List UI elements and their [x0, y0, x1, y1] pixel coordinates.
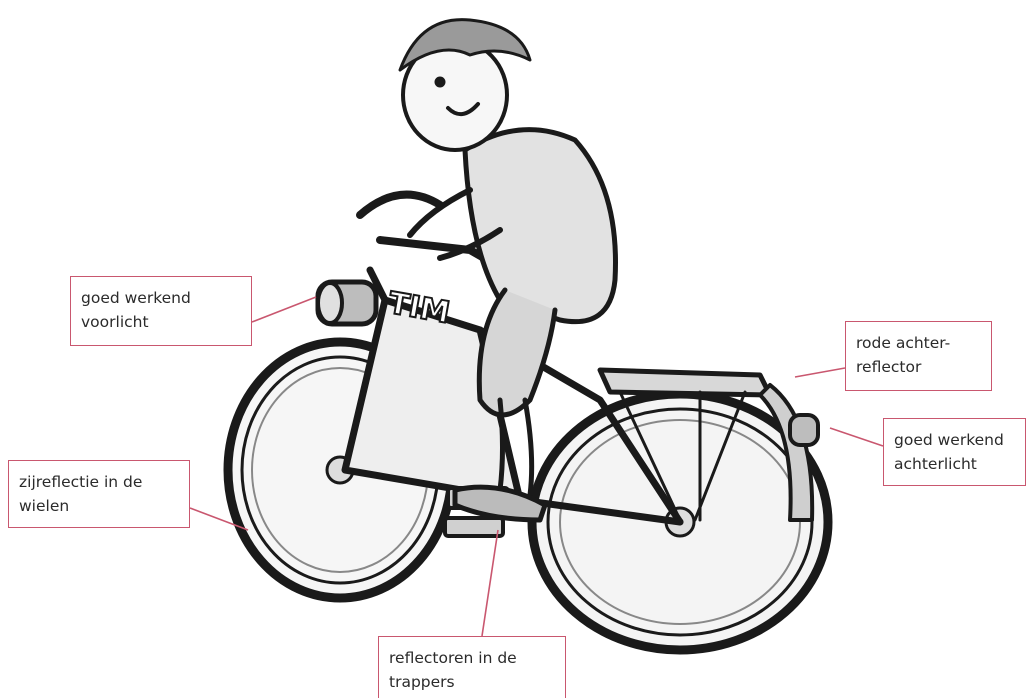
- label-line: wielen: [19, 494, 179, 518]
- pedal: [445, 518, 503, 536]
- label-rear-light: goed werkend achterlicht: [883, 418, 1026, 486]
- front-light: [318, 282, 376, 324]
- label-line: voorlicht: [81, 310, 241, 334]
- leader-achterref: [795, 368, 845, 377]
- leader-trappers: [482, 530, 498, 636]
- label-line: rode achter-: [856, 331, 981, 355]
- label-line: reflectoren in de: [389, 646, 555, 670]
- label-line: trappers: [389, 670, 555, 694]
- label-side-reflection: zijreflectie in de wielen: [8, 460, 190, 528]
- leader-achterlicht: [830, 428, 883, 446]
- label-line: goed werkend: [81, 286, 241, 310]
- rear-light: [790, 415, 818, 445]
- label-line: goed werkend: [894, 428, 1015, 452]
- label-line: reflector: [856, 355, 981, 379]
- label-front-light: goed werkend voorlicht: [70, 276, 252, 346]
- label-rear-reflector: rode achter- reflector: [845, 321, 992, 391]
- label-line: zijreflectie in de: [19, 470, 179, 494]
- leader-voorlicht: [252, 297, 316, 322]
- label-line: achterlicht: [894, 452, 1015, 476]
- label-pedal-reflectors: reflectoren in de trappers: [378, 636, 566, 698]
